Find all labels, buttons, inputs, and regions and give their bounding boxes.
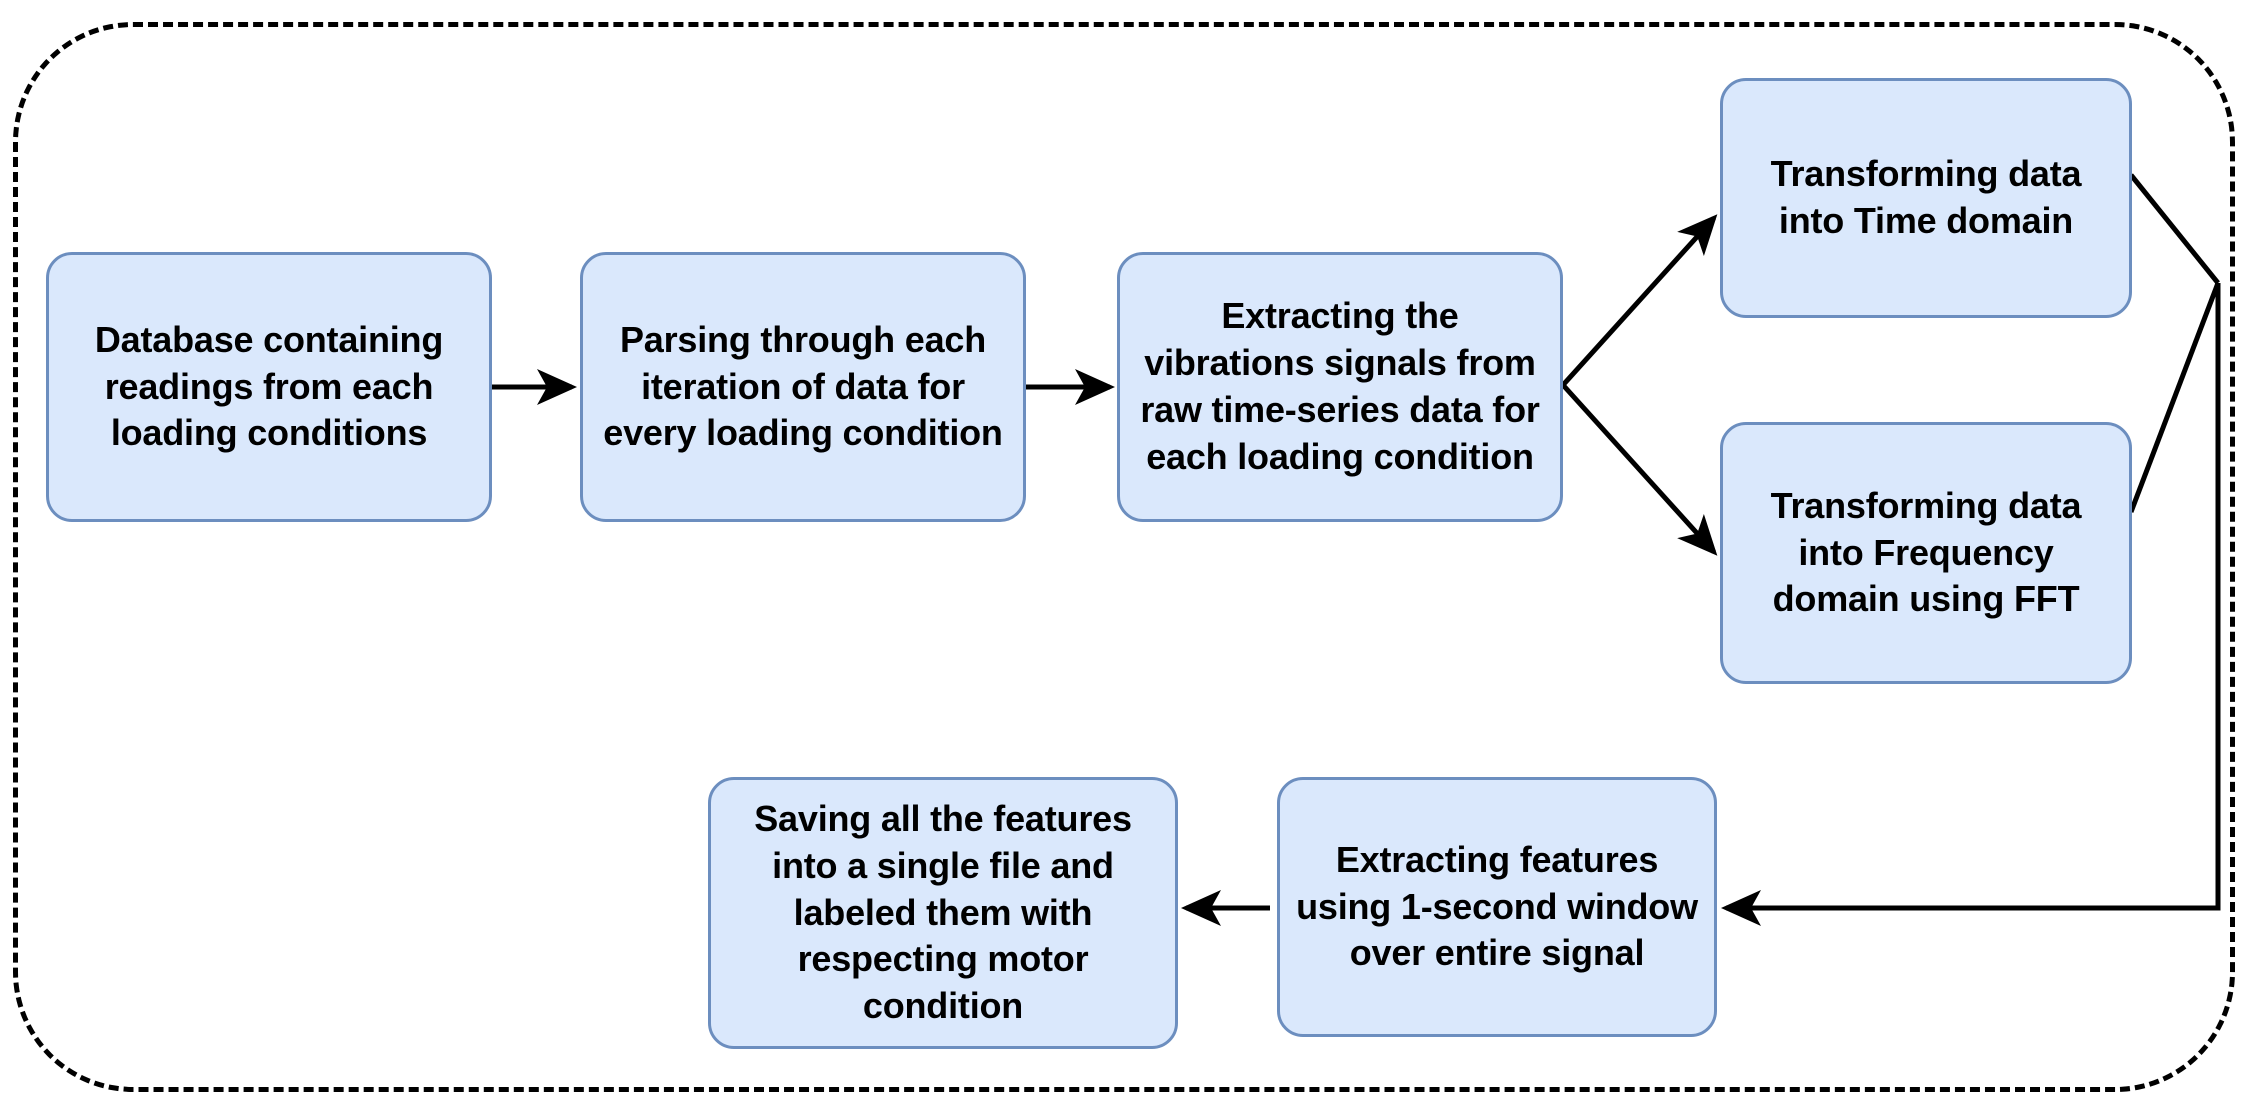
node-extract-signals-label: Extracting the vibrations signals from r… [1140,295,1540,477]
node-extract-features[interactable]: Extracting features using 1-second windo… [1277,777,1717,1037]
node-parsing-label: Parsing through each iteration of data f… [603,318,1003,454]
node-saving-features[interactable]: Saving all the features into a single fi… [708,777,1178,1049]
node-saving-features-label: Saving all the features into a single fi… [754,798,1132,1027]
node-extract-signals[interactable]: Extracting the vibrations signals from r… [1117,252,1563,522]
edge-extract-signals-to-time-domain [1561,214,1718,387]
edge-extract-signals-to-freq-domain [1561,383,1718,556]
node-extract-features-label: Extracting features using 1-second windo… [1296,838,1698,974]
node-parsing[interactable]: Parsing through each iteration of data f… [580,252,1026,522]
node-database[interactable]: Database containing readings from each l… [46,252,492,522]
node-frequency-domain-label: Transforming data into Frequency domain … [1770,484,2082,620]
node-time-domain-label: Transforming data into Time domain [1770,153,2082,241]
edge-freq-domain-to-merge [2128,282,2221,513]
node-time-domain[interactable]: Transforming data into Time domain [1720,78,2132,318]
edge-time-domain-to-merge [2129,173,2220,285]
node-frequency-domain[interactable]: Transforming data into Frequency domain … [1720,422,2132,684]
node-database-label: Database containing readings from each l… [94,318,444,454]
